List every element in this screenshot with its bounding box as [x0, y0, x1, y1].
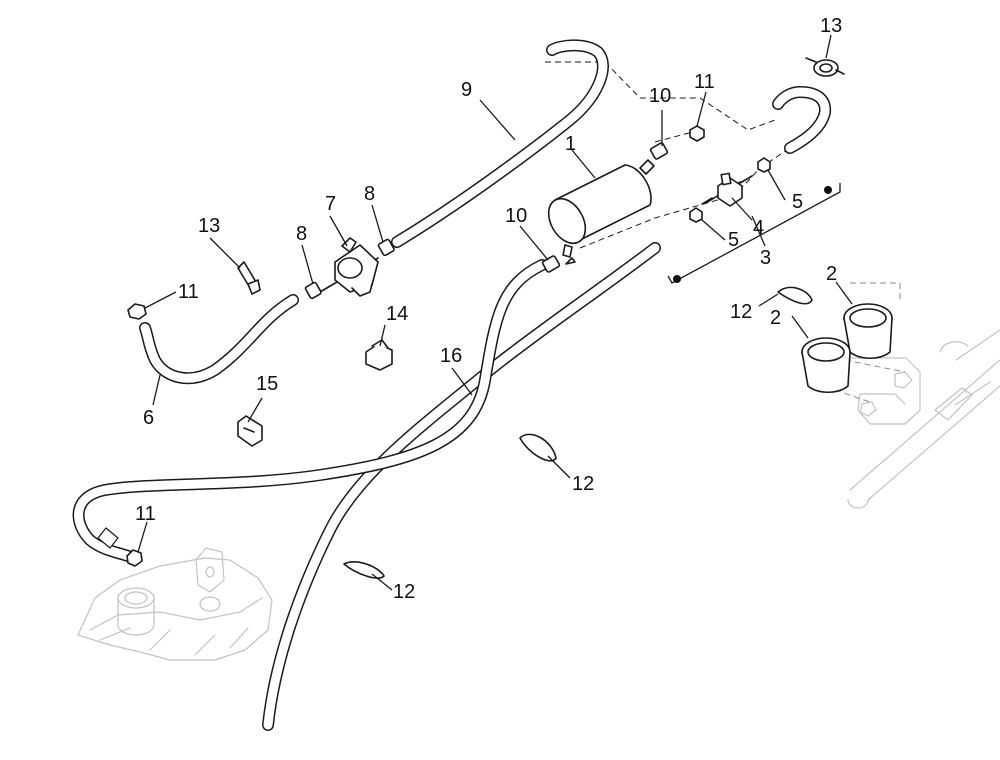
- clamp-13-left: [237, 261, 261, 295]
- band-2-lower: [801, 337, 851, 394]
- callout-6: 6: [143, 407, 154, 429]
- callout-10-lower: 10: [505, 205, 527, 227]
- hose-fuel-to-tank: [72, 259, 548, 562]
- callout-3: 3: [760, 247, 771, 269]
- callout-4: 4: [753, 217, 764, 239]
- clip-12-upper: [777, 286, 813, 305]
- callout-5-upper: 5: [792, 191, 803, 213]
- part-15: [237, 415, 263, 447]
- callout-2-upper: 2: [826, 263, 837, 285]
- callout-11-lower: 11: [135, 503, 156, 525]
- assembly-dot-upper: [824, 186, 832, 194]
- valve-7: [319, 237, 379, 297]
- nut-11-left: [127, 303, 147, 320]
- fitting-10-upper: [649, 142, 669, 160]
- fuel-filter: [547, 159, 655, 265]
- callout-2-lower: 2: [770, 307, 781, 329]
- nut-5-upper: [757, 157, 771, 173]
- hose-16: [262, 242, 661, 731]
- clamp-13-upper: [805, 57, 845, 77]
- callout-11-left: 11: [178, 281, 199, 303]
- nut-5-lower: [689, 207, 703, 223]
- callout-13-left: 13: [198, 215, 220, 237]
- frame-tube-ghost: [847, 329, 1000, 509]
- callout-13-upper: 13: [820, 15, 842, 37]
- hose-upper-right: [772, 86, 832, 154]
- band-2-upper: [843, 303, 893, 360]
- check-valve-4: [701, 172, 753, 207]
- bracket-ghost: [811, 282, 921, 425]
- callout-9: 9: [461, 79, 472, 101]
- callout-11-upper: 11: [694, 71, 715, 93]
- leader-lines: [137, 34, 853, 591]
- nut-11-lower: [126, 549, 143, 567]
- hose-9: [391, 39, 609, 248]
- callout-1: 1: [565, 133, 576, 155]
- fitting-10-lower: [541, 255, 561, 273]
- part-14: [365, 339, 393, 371]
- fitting-8-left: [304, 281, 322, 300]
- callout-15: 15: [256, 373, 278, 395]
- callout-5-lower: 5: [728, 229, 739, 251]
- callout-12-lower: 12: [393, 581, 415, 603]
- assembly-dot-lower: [673, 275, 681, 283]
- clip-12-middle: [519, 433, 557, 462]
- callout-8-left: 8: [296, 223, 307, 245]
- callout-12-middle: 12: [572, 473, 594, 495]
- callout-10-upper: 10: [649, 85, 671, 107]
- callout-8-right: 8: [364, 183, 375, 205]
- callout-12-right: 12: [730, 301, 752, 323]
- assembly-guide-lines: [545, 61, 841, 284]
- clip-12-lower: [343, 561, 385, 579]
- nut-11-upper: [689, 125, 705, 142]
- callout-7: 7: [325, 193, 336, 215]
- callout-16: 16: [440, 345, 462, 367]
- callout-14: 14: [386, 303, 408, 325]
- fuel-tank-ghost: [77, 547, 273, 661]
- hose-6: [139, 294, 299, 385]
